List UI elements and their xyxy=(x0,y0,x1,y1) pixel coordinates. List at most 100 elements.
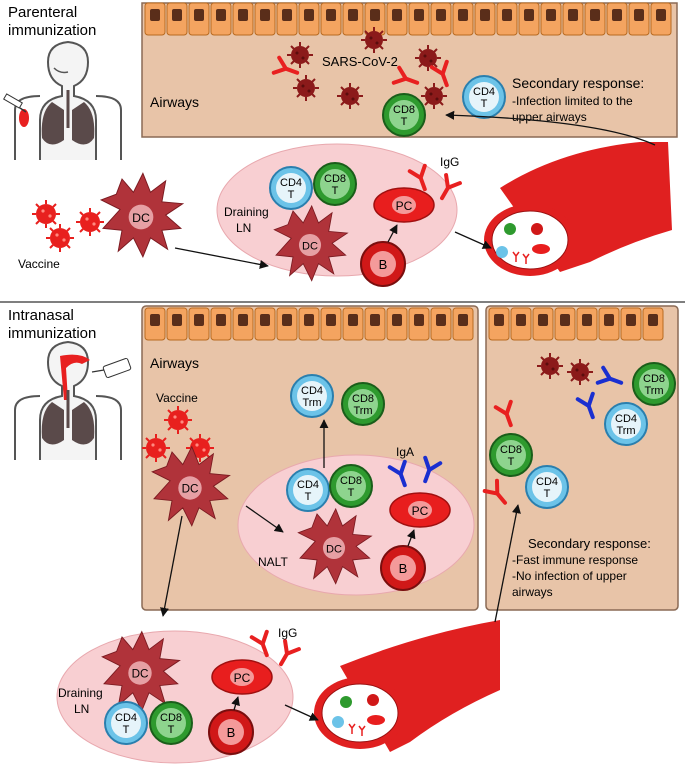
svg-text:Trm: Trm xyxy=(616,425,635,437)
nalt-cd8-cell: CD8 T xyxy=(329,464,373,508)
svg-text:T: T xyxy=(332,185,339,197)
svg-text:CD4: CD4 xyxy=(301,385,323,397)
top-airway-cd4-cell: CD4 T xyxy=(462,75,506,119)
bottom-right-cd4-trm-cell: CD4 Trm xyxy=(604,402,648,446)
svg-text:CD4: CD4 xyxy=(115,712,137,724)
bottom-secondary-line2: -No infection of upper xyxy=(512,569,627,583)
bottom-panel: Intranasal immunization Airways Vac xyxy=(8,305,679,764)
nasal-spray-icon xyxy=(91,357,132,379)
bottom-igg-label: IgG xyxy=(278,626,297,640)
syringe-icon xyxy=(3,93,27,113)
person-figure-intranasal xyxy=(14,340,132,460)
top-ln-to-vessel-arrow xyxy=(454,231,492,249)
top-ln-label-line2: LN xyxy=(236,221,251,235)
svg-text:PC: PC xyxy=(412,504,429,518)
svg-text:CD8: CD8 xyxy=(352,393,374,405)
top-vaccine-group xyxy=(31,199,105,253)
svg-text:CD4: CD4 xyxy=(280,177,302,189)
bottom-cd8-trm-cell: CD8 Trm xyxy=(341,382,385,426)
nalt-cd4-cell: CD4 T xyxy=(286,468,330,512)
top-dendritic-cell: DC xyxy=(100,172,184,258)
top-ln-label-line1: Draining xyxy=(224,205,269,219)
svg-text:DC: DC xyxy=(132,668,149,681)
svg-text:CD8: CD8 xyxy=(324,173,346,185)
bottom-ln-to-vessel-arrow xyxy=(284,704,319,721)
top-vaccine-label: Vaccine xyxy=(18,257,60,271)
bottom-b-to-pc-arrow xyxy=(231,696,240,711)
svg-text:T: T xyxy=(401,116,408,128)
top-secondary-line1: -Infection limited to the xyxy=(512,94,633,108)
svg-text:DC: DC xyxy=(302,240,318,252)
svg-text:B: B xyxy=(399,561,408,576)
top-vessel-to-airway-arrow xyxy=(445,110,656,146)
bottom-right-cd8-cell: CD8 T xyxy=(489,433,533,477)
svg-text:CD8: CD8 xyxy=(160,712,182,724)
bottom-vaccine-label: Vaccine xyxy=(156,391,198,405)
bottom-cd4-trm-cell: CD4 Trm xyxy=(290,374,334,418)
svg-text:CD4: CD4 xyxy=(297,479,319,491)
svg-text:PC: PC xyxy=(234,671,251,685)
svg-text:T: T xyxy=(348,487,355,499)
svg-text:T: T xyxy=(508,456,515,468)
svg-text:T: T xyxy=(123,724,130,736)
svg-text:B: B xyxy=(227,725,236,740)
top-airways-label: Airways xyxy=(150,94,199,110)
bottom-right-cd8-trm-cell: CD8 Trm xyxy=(632,362,676,406)
svg-text:CD8: CD8 xyxy=(393,104,415,116)
bottom-airways-label: Airways xyxy=(150,355,199,371)
svg-text:CD8: CD8 xyxy=(500,444,522,456)
bottom-title-line2: immunization xyxy=(8,325,96,342)
svg-text:T: T xyxy=(168,724,175,736)
top-title-line2: immunization xyxy=(8,22,96,39)
svg-text:B: B xyxy=(379,257,388,272)
top-ln-cd8-cell: CD8 T xyxy=(313,162,357,206)
svg-text:Trm: Trm xyxy=(353,405,372,417)
bottom-secondary-line1: -Fast immune response xyxy=(512,553,638,567)
iga-label: IgA xyxy=(396,445,414,459)
top-igg-label: IgG xyxy=(440,155,459,169)
bottom-ln-label-line1: Draining xyxy=(58,686,103,700)
top-blood-vessel xyxy=(484,142,672,276)
svg-text:DC: DC xyxy=(132,211,150,225)
top-ln-dendritic-cell: DC xyxy=(273,205,348,282)
bottom-blood-vessel xyxy=(314,620,500,752)
nalt-b-to-pc-arrow xyxy=(406,529,416,547)
person-figure-parenteral xyxy=(3,40,122,160)
svg-text:CD8: CD8 xyxy=(340,475,362,487)
top-secondary-title: Secondary response: xyxy=(512,75,644,91)
svg-text:DC: DC xyxy=(326,543,342,555)
bottom-ln-cd8-cell: CD8 T xyxy=(149,701,193,745)
svg-text:CD4: CD4 xyxy=(536,476,558,488)
svg-text:PC: PC xyxy=(396,199,413,213)
top-panel: Parenteral immunization Airways SARS-CoV… xyxy=(3,2,678,287)
dc-to-nalt-arrow xyxy=(245,505,284,533)
top-b-to-pc-arrow xyxy=(387,224,398,243)
dc-to-draining-ln-arrow xyxy=(160,515,183,617)
svg-text:T: T xyxy=(544,488,551,500)
svg-text:T: T xyxy=(481,98,488,110)
top-title-line1: Parenteral xyxy=(8,4,77,21)
nalt-b-cell: B xyxy=(380,545,426,591)
svg-text:CD4: CD4 xyxy=(473,86,495,98)
svg-text:Trm: Trm xyxy=(644,385,663,397)
svg-text:Trm: Trm xyxy=(302,397,321,409)
bottom-vessel-to-airway-arrow xyxy=(494,504,521,623)
svg-text:CD8: CD8 xyxy=(643,373,665,385)
bottom-ln-plasma-cell: PC xyxy=(211,659,273,695)
bottom-ln-cd4-cell: CD4 T xyxy=(104,701,148,745)
svg-text:T: T xyxy=(305,491,312,503)
bottom-ln-b-cell: B xyxy=(208,709,254,755)
bottom-airway-dendritic-cell: DC xyxy=(151,446,231,527)
bottom-secondary-title: Secondary response: xyxy=(528,536,651,551)
nalt-dendritic-cell: DC xyxy=(297,508,372,585)
top-b-cell: B xyxy=(360,241,406,287)
top-ln-cd4-cell: CD4 T xyxy=(269,166,313,210)
svg-text:DC: DC xyxy=(182,483,199,496)
nalt-label: NALT xyxy=(258,555,288,569)
bottom-ln-label-line2: LN xyxy=(74,702,89,716)
virus-label: SARS-CoV-2 xyxy=(322,54,398,69)
nalt-plasma-cell: PC xyxy=(389,492,451,528)
svg-text:T: T xyxy=(288,189,295,201)
bottom-right-cd4-cell: CD4 T xyxy=(525,465,569,509)
